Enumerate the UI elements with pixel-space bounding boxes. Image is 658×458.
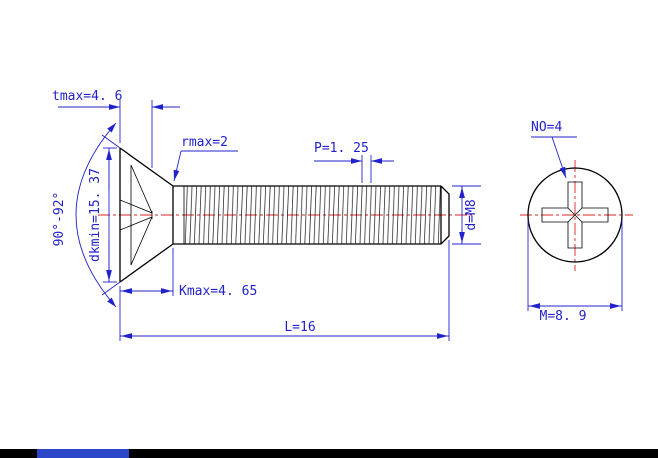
dim-recess-no-label: NO=4 <box>531 120 562 135</box>
dim-rmax: rmax=2 <box>173 135 238 182</box>
bottom-bar <box>0 449 658 458</box>
dim-recess-m: M=8. 9 <box>527 220 623 324</box>
dim-head-angle-label: 90°-92° <box>52 192 67 247</box>
countersunk-head-outline <box>119 147 174 283</box>
dim-tmax-label: tmax=4. 6 <box>52 89 122 104</box>
dim-thread-diameter-label: d=M8 <box>464 199 479 230</box>
dim-rmax-label: rmax=2 <box>181 135 228 150</box>
front-view <box>527 167 623 263</box>
dim-kmax: Kmax=4. 65 <box>120 248 257 299</box>
dim-thread-diameter: d=M8 <box>452 185 481 245</box>
tip-chamfer <box>440 185 450 245</box>
angle-arc <box>75 122 117 308</box>
thread-hatching <box>184 186 441 244</box>
dim-length-label: L=16 <box>284 320 315 335</box>
arc-arrow-bottom <box>107 297 116 307</box>
bottom-bar-accent <box>37 449 129 458</box>
dim-recess-no: NO=4 <box>531 120 577 179</box>
phillips-recess-section <box>119 164 153 266</box>
dim-recess-m-label: M=8. 9 <box>540 309 587 324</box>
arc-arrow-top <box>107 123 116 133</box>
dim-tmax: tmax=4. 6 <box>52 89 180 168</box>
side-view <box>119 147 450 283</box>
dim-kmax-label: Kmax=4. 65 <box>179 284 257 299</box>
leader-line <box>551 136 567 179</box>
head-circle-outline <box>527 167 623 263</box>
dim-pitch-label: P=1. 25 <box>314 141 369 156</box>
dim-length: L=16 <box>119 240 450 341</box>
leader-line <box>173 150 182 182</box>
phillips-cross-center-diagonals <box>567 207 583 223</box>
dim-head-angle: 90°-92° <box>52 122 121 308</box>
dim-dkmin-label: dkmin=15. 37 <box>88 168 103 262</box>
dim-dkmin: dkmin=15. 37 <box>88 147 117 283</box>
dim-pitch: P=1. 25 <box>314 141 394 183</box>
